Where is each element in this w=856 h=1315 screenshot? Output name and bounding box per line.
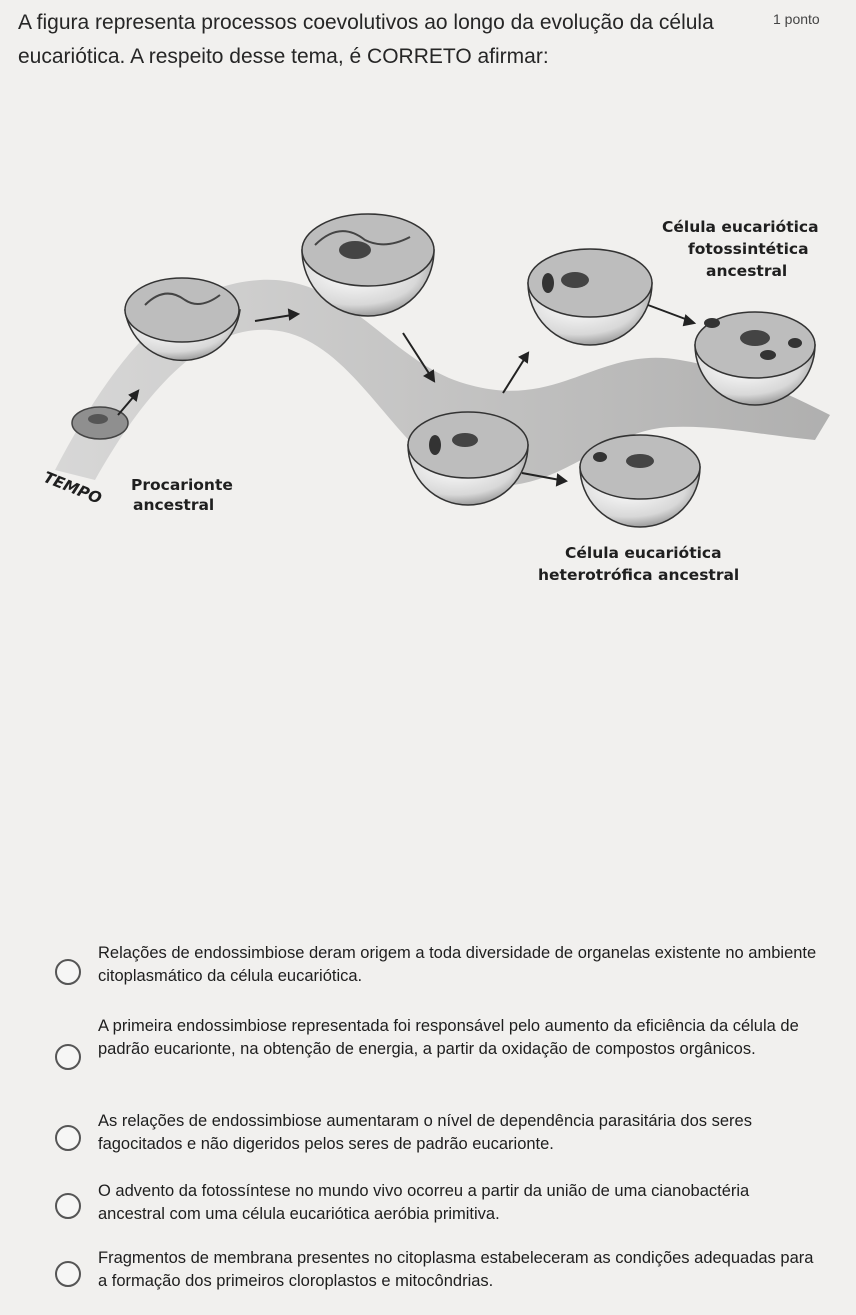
- radio-button[interactable]: [55, 959, 81, 985]
- cell-stage-4: [694, 311, 816, 406]
- heterotroph-label-1: Célula eucariótica: [565, 544, 722, 562]
- option-text: As relações de endossimbiose aumentaram …: [98, 1112, 752, 1153]
- radio-button[interactable]: [55, 1261, 81, 1287]
- cell-stage-1: [124, 277, 241, 362]
- photosynthetic-label-1: Célula eucariótica: [662, 218, 819, 236]
- radio-button[interactable]: [55, 1125, 81, 1151]
- option-text: A primeira endossimbiose representada fo…: [98, 1017, 799, 1058]
- prokaryote-label-1: Procarionte: [131, 476, 233, 494]
- timeline-band: [55, 279, 830, 487]
- cell-stage-3: [527, 248, 653, 346]
- evolution-figure: TEMPO Procarionte ancestral Célula eucar…: [0, 195, 856, 605]
- radio-button[interactable]: [55, 1193, 81, 1219]
- radio-button[interactable]: [55, 1044, 81, 1070]
- points-label: 1 ponto: [773, 11, 820, 27]
- option-text: Relações de endossimbiose deram origem a…: [98, 944, 817, 985]
- evolution-illustration: [55, 213, 830, 528]
- option-text: Fragmentos de membrana presentes no cito…: [98, 1249, 814, 1290]
- photosynthetic-label-3: ancestral: [706, 262, 788, 280]
- photosynthetic-label-2: fotossintética: [688, 240, 809, 258]
- cell-stage-2: [301, 213, 435, 317]
- prokaryote-label-2: ancestral: [133, 496, 215, 514]
- heterotroph-label-2: heterotrófica ancestral: [538, 566, 740, 584]
- arrows: [117, 304, 697, 487]
- option-text: O advento da fotossíntese no mundo vivo …: [98, 1182, 750, 1223]
- cell-stage-5: [407, 411, 529, 506]
- cell-stage-6: [579, 434, 701, 528]
- question-title: A figura representa processos coevolutiv…: [18, 11, 714, 68]
